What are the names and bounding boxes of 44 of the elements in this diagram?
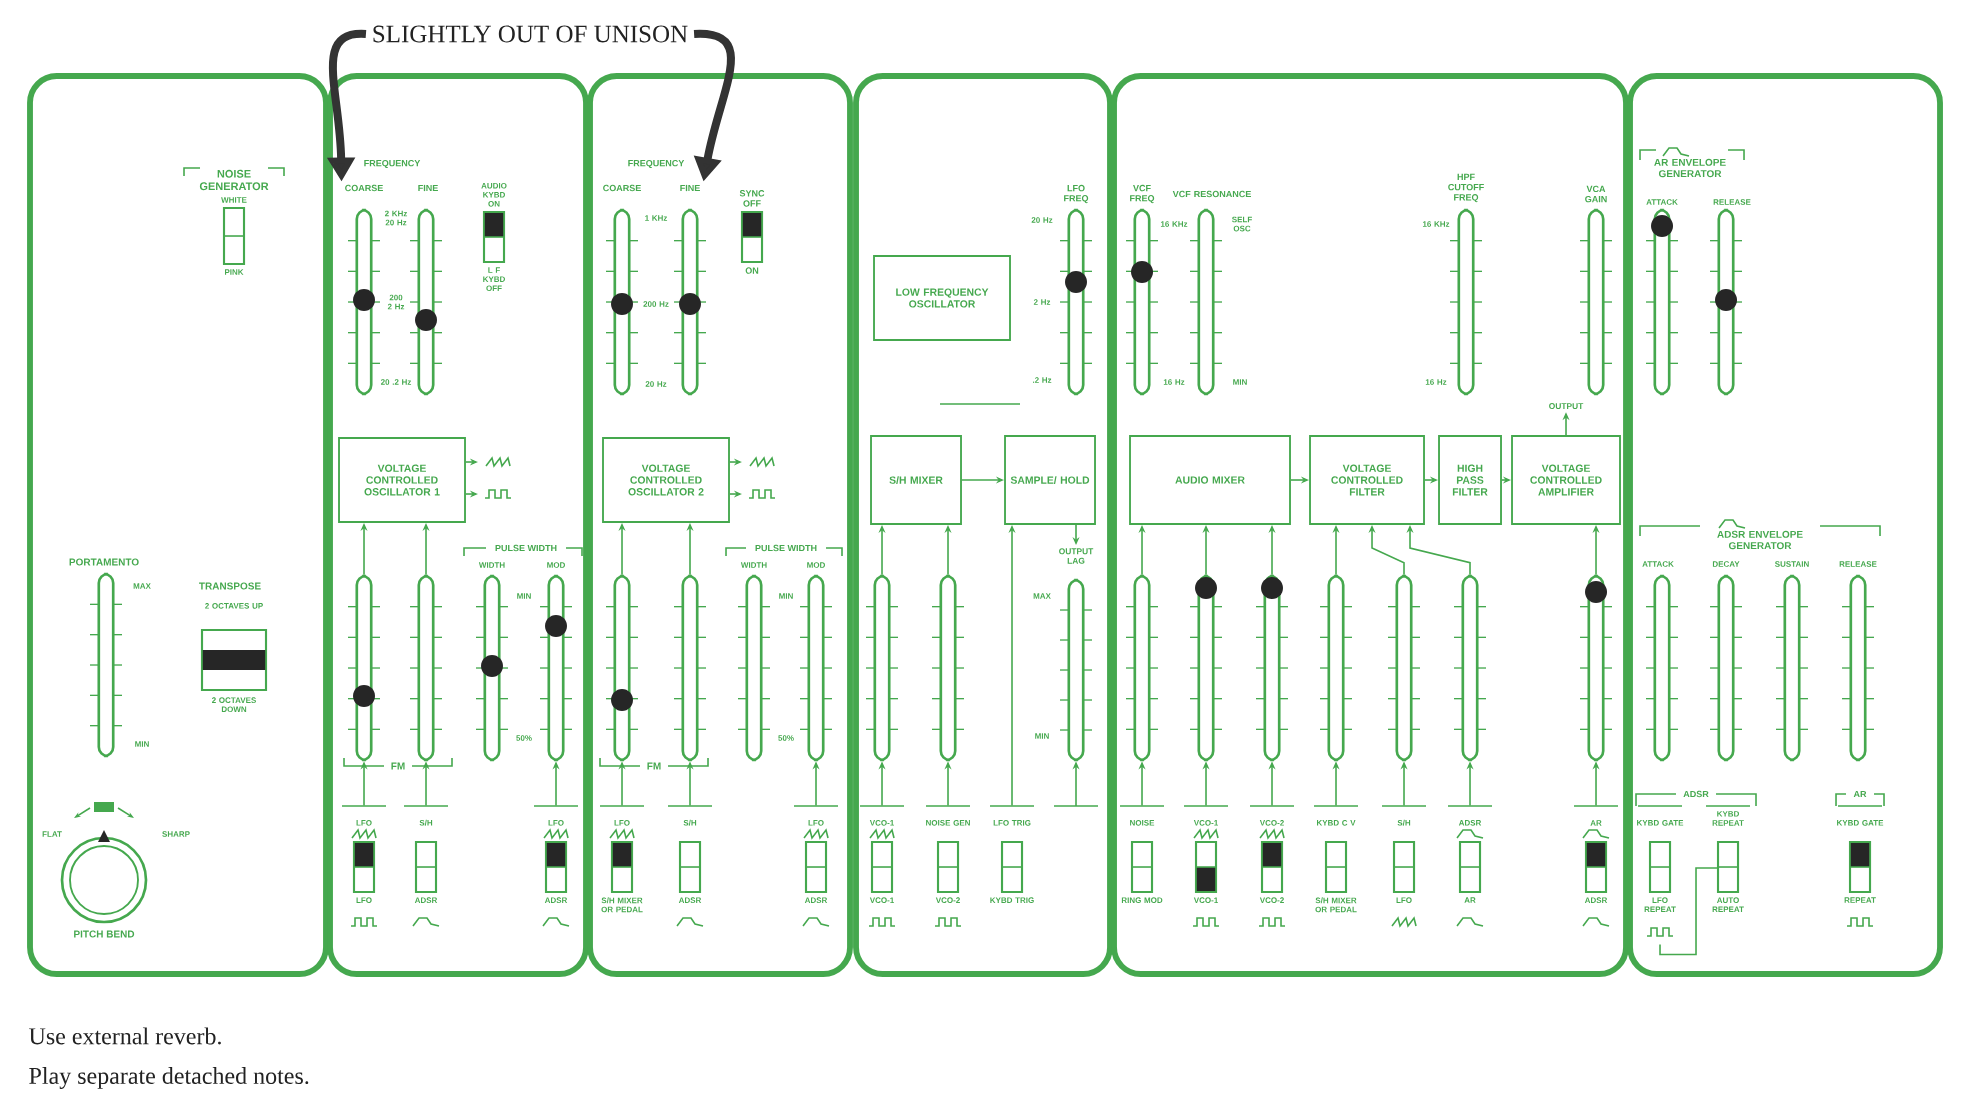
note-text: Use external reverb. — [29, 1027, 221, 1045]
panel-section — [587, 73, 853, 977]
slider — [1645, 208, 1679, 396]
connector-line — [1659, 867, 1719, 956]
slider — [1775, 574, 1809, 762]
slider — [1841, 574, 1875, 762]
slider — [865, 574, 899, 762]
slider — [1579, 208, 1613, 396]
slider — [1189, 208, 1223, 396]
slider — [347, 208, 381, 396]
note-text: Play separate detached notes. — [29, 1067, 309, 1089]
panel-section — [853, 73, 1113, 977]
callout-text: SLIGHTLY OUT OF UNISON — [373, 25, 688, 43]
slider — [89, 572, 123, 758]
slider — [1125, 574, 1159, 762]
slider — [737, 574, 771, 762]
slider — [1125, 208, 1159, 396]
slider — [1059, 578, 1093, 762]
slider — [1449, 208, 1483, 396]
slider — [1453, 574, 1487, 762]
panel-section — [327, 73, 589, 977]
slider — [539, 574, 573, 762]
slider — [1189, 574, 1223, 762]
slider — [1387, 574, 1421, 762]
slider — [1645, 574, 1679, 762]
panel-section — [27, 73, 329, 977]
slider — [1709, 208, 1743, 396]
slider — [409, 574, 443, 762]
slider — [1255, 574, 1289, 762]
slider — [605, 574, 639, 762]
slider — [605, 208, 639, 396]
panel-section — [1111, 73, 1629, 977]
slider — [1059, 208, 1093, 396]
slider — [1709, 574, 1743, 762]
slider — [475, 574, 509, 762]
slider — [347, 574, 381, 762]
slider — [1579, 574, 1613, 762]
slider — [673, 574, 707, 762]
slider — [1319, 574, 1353, 762]
slider — [931, 574, 965, 762]
slider — [799, 574, 833, 762]
slider — [409, 208, 443, 396]
panel-section — [1627, 73, 1943, 977]
slider — [673, 208, 707, 396]
